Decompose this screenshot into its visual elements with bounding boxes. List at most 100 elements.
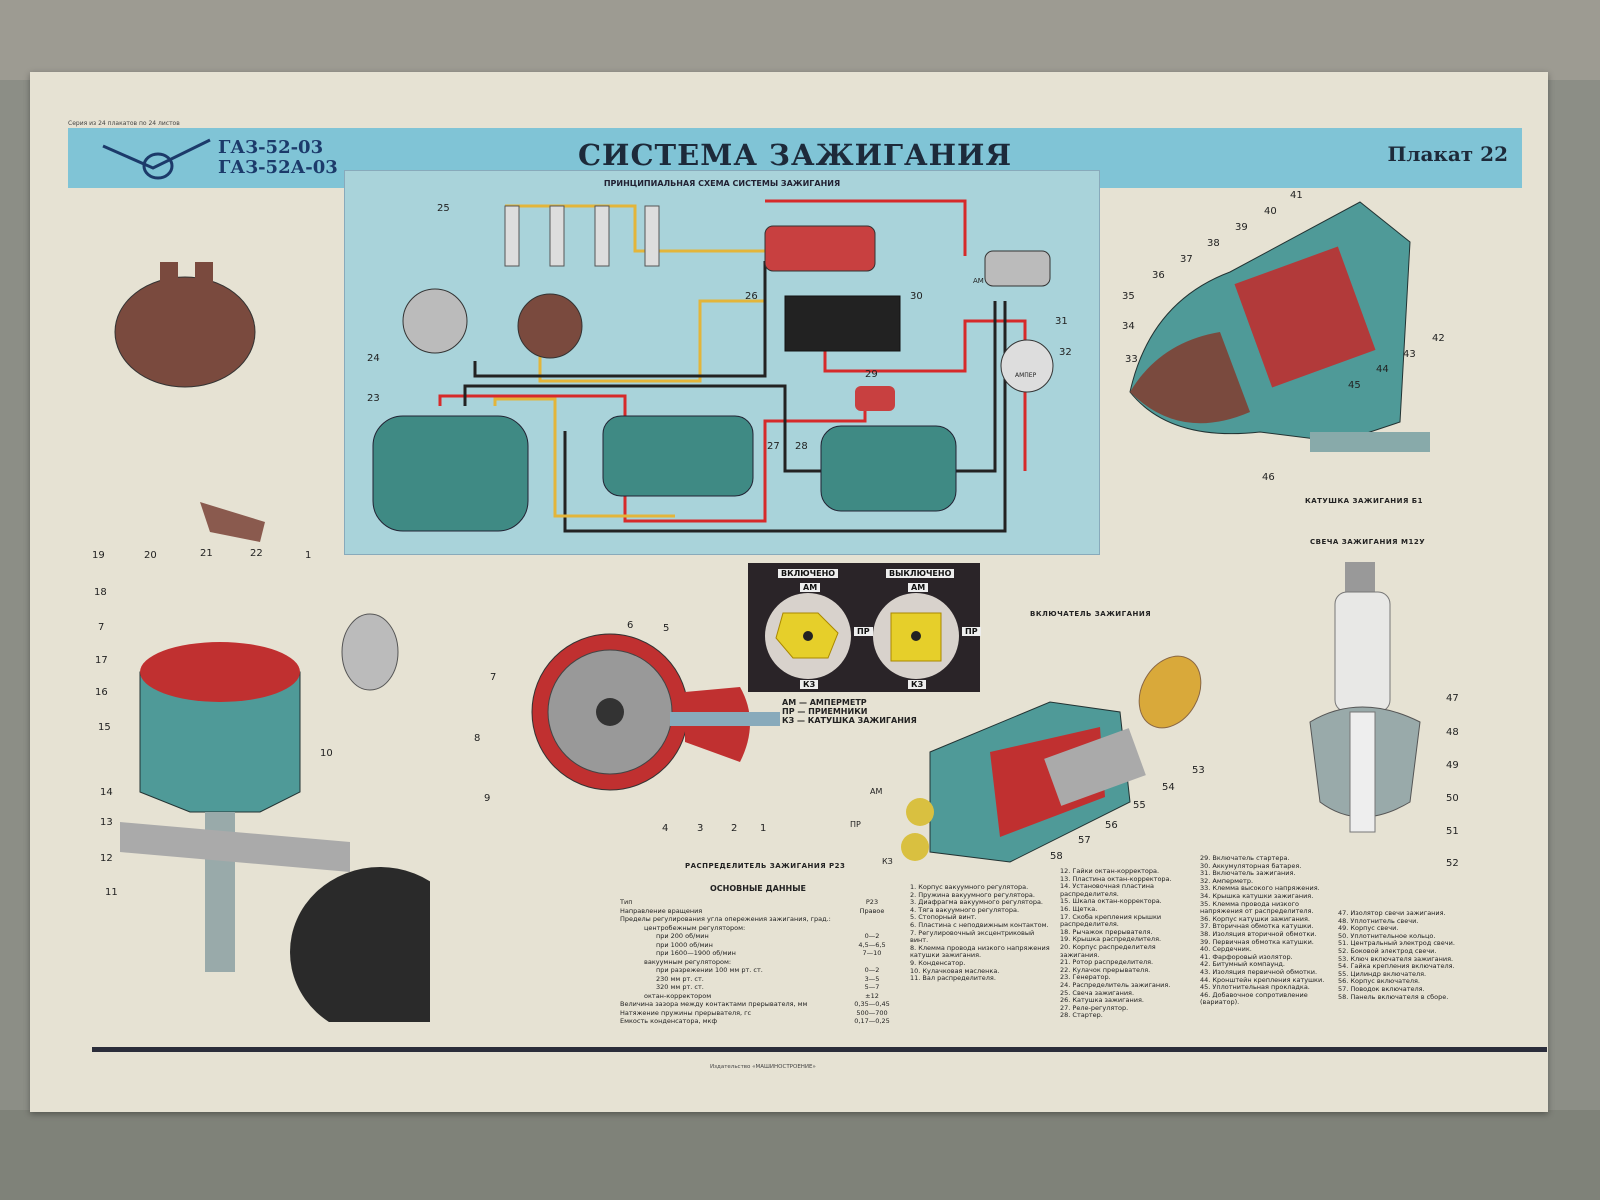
legend-item: 58. Панель включателя в сборе. [1338, 992, 1449, 1001]
legend-column-4: 47. Изолятор свечи зажигания.48. Уплотни… [1338, 909, 1488, 1001]
legend-item: 50. Уплотнительное кольцо. [1338, 931, 1436, 940]
callout: 7 [490, 672, 497, 683]
legend-column-2: 12. Гайки октан-корректора.13. Пластина … [1060, 867, 1192, 1020]
legend-item: 57. Поводок включателя. [1338, 984, 1425, 993]
callout: 34 [1122, 321, 1135, 332]
data-value [844, 958, 900, 967]
legend-item: 55. Цилиндр включателя. [1338, 969, 1427, 978]
data-row: вакуумным регулятором: [620, 958, 900, 967]
legend-item: 13. Пластина октан-корректора. [1060, 874, 1172, 883]
legend-item: 41. Фарфоровый изолятор. [1200, 952, 1293, 961]
callout: 19 [92, 550, 105, 561]
starter [820, 425, 957, 512]
callout: 23 [367, 393, 380, 404]
callout: 18 [94, 587, 107, 598]
callout: 42 [1432, 333, 1445, 344]
callout: 30 [910, 291, 923, 302]
am-label: АМ [973, 277, 984, 285]
kz-label: КЗ [800, 680, 819, 689]
callout: 49 [1446, 760, 1459, 771]
legend-item: 38. Изоляция вторичной обмотки. [1200, 929, 1317, 938]
legend-item: 22. Кулачок прерывателя. [1060, 965, 1151, 974]
data-label: октан-корректором [644, 991, 712, 1000]
legend-item: 3. Диафрагма вакуумного регулятора. [910, 898, 1043, 907]
print-note: Серия из 24 плакатов по 24 листов [68, 120, 180, 127]
legend-item: 49. Корпус свечи. [1338, 924, 1399, 933]
data-label: при 200 об/мин [656, 932, 709, 940]
callout: 45 [1348, 380, 1361, 391]
legend-item: 35. Клемма провода низкого напряжения от… [1200, 899, 1314, 916]
data-value: 4,5—6,5 [858, 940, 886, 949]
data-row: 320 мм рт. ст.5—7 [620, 983, 900, 992]
model-line: ГАЗ-52А-03 [218, 157, 338, 178]
legend-item: 31. Включатель зажигания. [1200, 869, 1296, 878]
callout: 48 [1446, 727, 1459, 738]
data-label: Емкость конденсатора, мкф [620, 1017, 718, 1025]
data-row: при разрежении 100 мм рт. ст.0—2 [620, 966, 900, 975]
callout: 58 [1050, 851, 1063, 862]
callout: 37 [1180, 254, 1193, 265]
main-data-title: ОСНОВНЫЕ ДАННЫЕ [710, 884, 806, 893]
legend-item: 5. Стопорный винт. [910, 913, 977, 922]
callout: 25 [437, 203, 450, 214]
legend-item: 53. Ключ включателя зажигания. [1338, 954, 1454, 963]
callout: 6 [627, 620, 634, 631]
legend-item: 33. Клемма высокого напряжения. [1200, 884, 1320, 893]
publisher: Издательство «МАШИНОСТРОЕНИЕ» [710, 1064, 816, 1070]
ignition-switch-cutaway [901, 655, 1202, 863]
legend-item: 21. Ротор распределителя. [1060, 958, 1154, 967]
legend-item: 45. Уплотнительная прокладка. [1200, 983, 1310, 992]
callout: 22 [250, 548, 263, 559]
callout: 40 [1264, 206, 1277, 217]
callout: 47 [1446, 693, 1459, 704]
callout: 24 [367, 353, 380, 364]
legend-item: 18. Рычажок прерывателя. [1060, 927, 1153, 936]
spark-plugs [504, 205, 660, 267]
off-label: ВЫКЛЮЧЕНО [886, 569, 955, 578]
abbr-item: АМ — АМПЕРМЕТР [782, 698, 867, 707]
callout: 56 [1105, 820, 1118, 831]
callout: 46 [1262, 472, 1275, 483]
switch-position-diagram: ВКЛЮЧЕНО ВЫКЛЮЧЕНО АМ АМ ПР ПР КЗ КЗ [748, 563, 981, 692]
data-label: при 1600—1900 об/мин [656, 949, 736, 957]
generator [372, 415, 529, 532]
callout: 43 [1403, 349, 1416, 360]
data-value: Правое [859, 906, 885, 915]
legend-item: 19. Крышка распределителя. [1060, 935, 1162, 944]
legend-item: 28. Стартер. [1060, 1011, 1103, 1020]
legend-item: 34. Крышка катушки зажигания. [1200, 891, 1314, 900]
wall-ledge [0, 1110, 1600, 1200]
ignition-switch [984, 250, 1051, 287]
callout: 15 [98, 722, 111, 733]
callout: 21 [200, 548, 213, 559]
callout: 27 [767, 441, 780, 452]
callout: 39 [1235, 222, 1248, 233]
data-row: 230 мм рт. ст.3—5 [620, 975, 900, 984]
callout: 50 [1446, 793, 1459, 804]
legend-item: 23. Генератор. [1060, 973, 1111, 982]
distributor-cap [517, 293, 583, 359]
legend-item: 51. Центральный электрод свечи. [1338, 939, 1455, 948]
coil-caption: КАТУШКА ЗАЖИГАНИЯ Б1 [1305, 497, 1423, 505]
callout: 17 [95, 655, 108, 666]
callout: КЗ [882, 857, 893, 866]
legend-item: 40. Сердечник. [1200, 945, 1252, 954]
legend-item: 2. Пружина вакуумного регулятора. [910, 890, 1035, 899]
legend-item: 29. Включатель стартера. [1200, 854, 1290, 862]
callout: 55 [1133, 800, 1146, 811]
abbreviation-legend: АМ — АМПЕРМЕТР ПР — ПРИЕМНИКИ КЗ — КАТУШ… [782, 698, 917, 725]
data-value [844, 924, 900, 933]
callout: 52 [1446, 858, 1459, 869]
schematic-title: ПРИНЦИПИАЛЬНАЯ СХЕМА СИСТЕМЫ ЗАЖИГАНИЯ [603, 179, 841, 188]
legend-item: 42. Битумный компаунд. [1200, 960, 1285, 969]
starter-switch [855, 386, 895, 411]
callout: 12 [100, 853, 113, 864]
wiring-schematic: ПРИНЦИПИАЛЬНАЯ СХЕМА СИСТЕМЫ ЗАЖИГАНИЯ [344, 170, 1100, 555]
distributor-caption: РАСПРЕДЕЛИТЕЛЬ ЗАЖИГАНИЯ Р23 [685, 862, 846, 870]
data-label: при разрежении 100 мм рт. ст. [656, 966, 763, 974]
